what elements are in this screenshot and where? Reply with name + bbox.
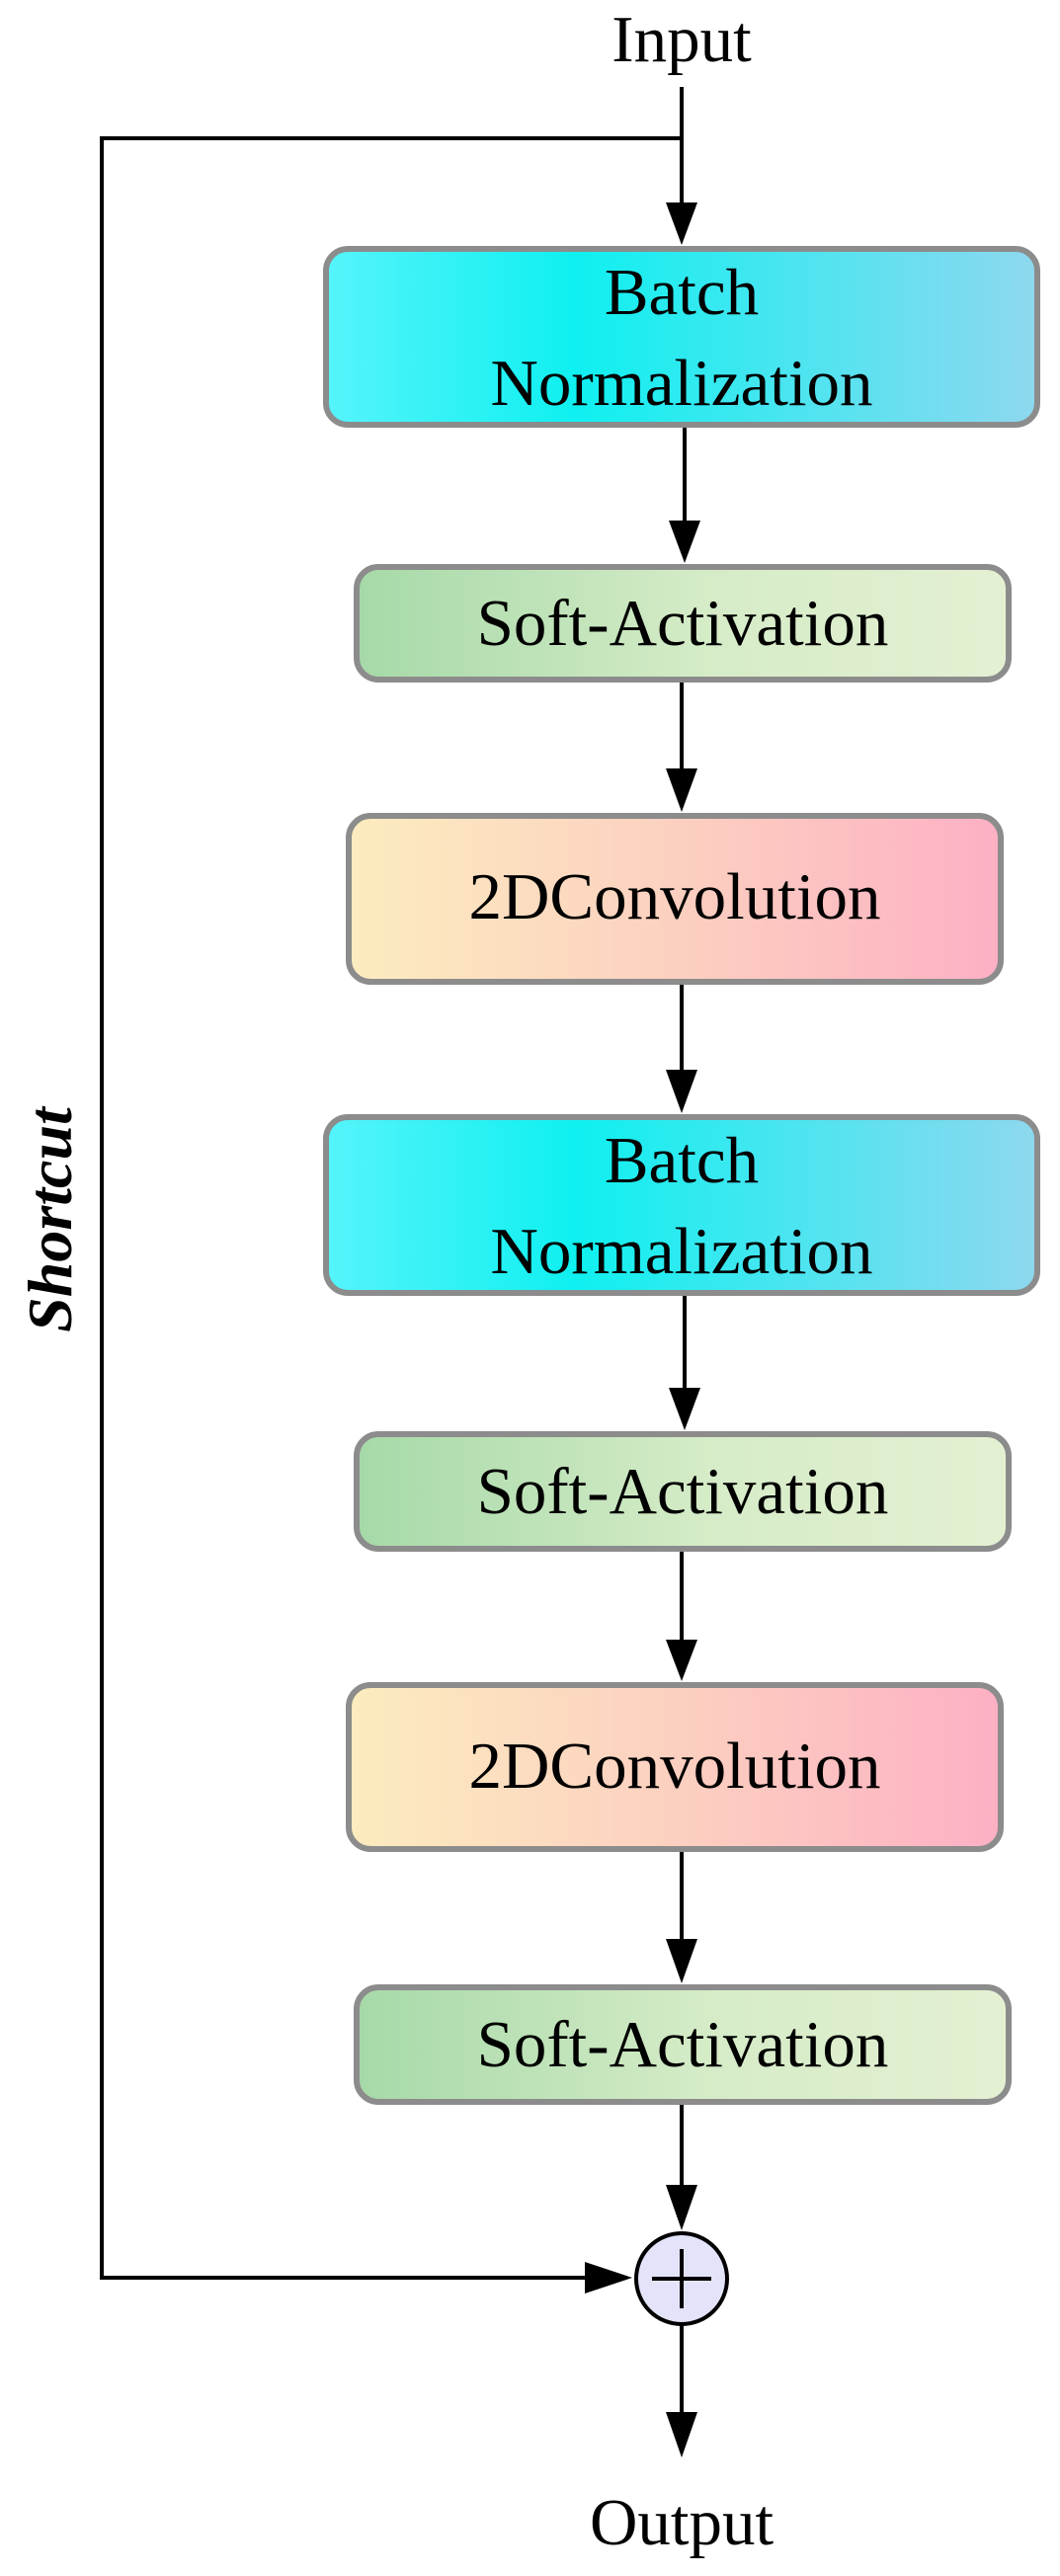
convolution-block-2: 2DConvolution	[346, 1682, 1004, 1852]
shortcut-line	[100, 136, 682, 2280]
block-label-line: Soft-Activation	[477, 587, 889, 660]
soft-activation-block-2: Soft-Activation	[354, 1431, 1012, 1552]
block-label-line: 2DConvolution	[469, 860, 881, 933]
flow-arrows	[666, 87, 700, 2457]
block-label-line: Soft-Activation	[477, 1455, 889, 1528]
shortcut-label: Shortcut	[15, 1105, 85, 1332]
block-label-line: Normalization	[491, 1215, 873, 1288]
addition-node	[634, 2231, 729, 2326]
block-label-line: Soft-Activation	[477, 2008, 889, 2081]
soft-activation-block-3: Soft-Activation	[354, 1984, 1012, 2105]
convolution-block-1: 2DConvolution	[346, 813, 1004, 985]
block-label-line: 2DConvolution	[469, 1730, 881, 1803]
batch-normalization-block-2: Batch Normalization	[323, 1114, 1040, 1296]
block-label-line: Normalization	[491, 347, 873, 420]
output-label: Output	[590, 2486, 775, 2559]
block-label-line: Batch	[605, 256, 759, 329]
shortcut-arrowhead	[585, 2262, 632, 2294]
block-label-line: Batch	[605, 1124, 759, 1197]
batch-normalization-block-1: Batch Normalization	[323, 246, 1040, 428]
input-label: Input	[612, 3, 752, 76]
soft-activation-block-1: Soft-Activation	[354, 564, 1012, 683]
